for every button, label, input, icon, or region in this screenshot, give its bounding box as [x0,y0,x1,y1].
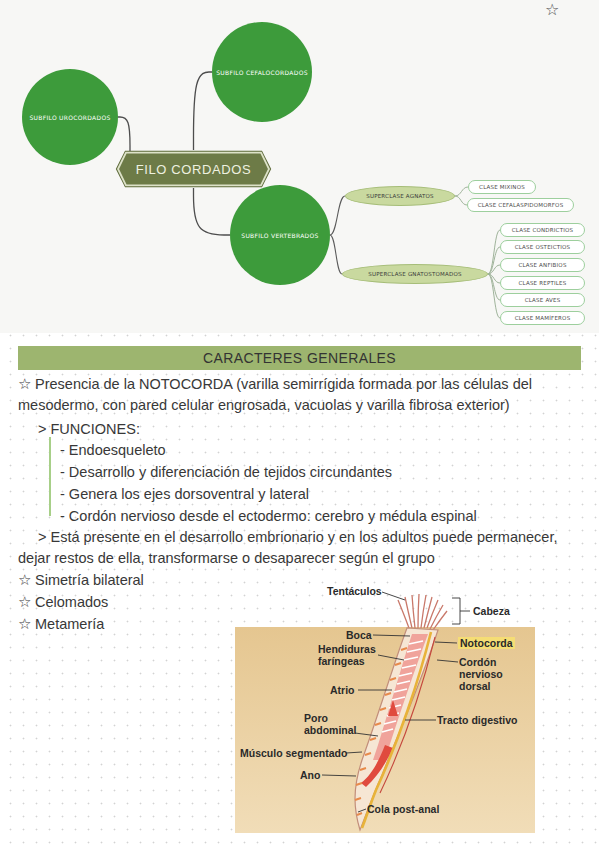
section-band: CARACTERES GENERALES [18,346,581,370]
class-box: CLASE CEFALASPIDOMORFOS [467,198,574,212]
class-box: CLASE REPTILES [500,276,585,290]
node-text: SUBFILO UROCORDADOS [29,114,110,121]
phylum-hexagon: FILO CORDADOS [115,150,272,188]
star-mark: ☆ [545,0,559,19]
leader-lines [322,592,470,812]
superclass-ellipse: SUPERCLASE GNATOSTOMADOS [342,264,488,284]
node-text: CLASE CONDRICTIOS [512,227,574,233]
node-text: SUBFILO CEFALOCORDADOS [216,69,308,76]
connector [118,117,130,151]
class-box: CLASE AVES [500,293,585,307]
node-text: FILO CORDADOS [136,162,251,177]
part-label: Hendiduras faríngeas [318,643,380,667]
connector [488,274,500,318]
connector [330,196,345,235]
connector [488,247,500,274]
part-label: Cola post-anal [367,803,439,815]
note-text: > Está presente en el desarrollo embrion… [18,527,586,569]
node-text: SUBFILO VERTEBRADOS [241,232,318,239]
part-label: Poro abdominal [304,712,356,736]
connector [488,274,500,300]
part-label: Notocorda [458,637,515,649]
connector [194,72,213,150]
bullet-text: ☆ Metamería [18,614,104,635]
mindmap-panel [0,0,599,333]
subheading-text: > FUNCIONES: [38,419,140,440]
gut [361,745,393,787]
node-text: CLASE OSTEICTIOS [515,244,571,250]
connector [194,188,231,235]
list-item: - Cordón nervioso desde el ectodermo: ce… [60,506,477,527]
node-text: CLASE CEFALASPIDOMORFOS [478,202,564,208]
connector [488,274,500,283]
subphylum-circle: SUBFILO UROCORDADOS [22,69,118,165]
connector [455,196,467,205]
list-item: - Endoesqueleto [60,440,166,461]
list-bar [49,437,51,516]
part-label: Atrio [330,684,355,696]
class-box: CLASE MIXINOS [468,180,536,194]
connector [330,235,342,274]
node-text: CLASE REPTILES [519,280,567,286]
node-text: CLASE MAMÍFEROS [515,315,571,321]
notochord [362,632,431,828]
bullet-text: ☆ Simetría bilateral [18,570,144,591]
part-label: Tracto digestivo [437,714,518,726]
connector [488,230,500,274]
connector [455,187,468,196]
gut-arrow [388,700,398,716]
node-text: SUPERCLASE AGNATOS [366,193,434,199]
bullet-text: ☆ Presencia de la NOTOCORDA (varilla sem… [18,374,586,416]
part-label: Músculo segmentado [240,747,347,759]
gill-slits [382,641,423,732]
class-box: CLASE CONDRICTIOS [500,223,585,237]
subphylum-circle: SUBFILO VERTEBRADOS [230,185,330,285]
class-box: CLASE OSTEICTIOS [500,240,585,254]
node-text: CLASE MIXINOS [479,184,525,190]
tentacles [398,594,447,630]
bullet-text: ☆ Celomados [18,592,108,613]
node-text: CLASE ANFIBIOS [518,262,566,268]
part-label: Cabeza [473,605,510,617]
list-item: - Genera los ejes dorsoventral y lateral [60,484,309,505]
list-item: - Desarrollo y diferenciación de tejidos… [60,462,392,483]
connector [488,265,500,274]
part-label: Tentáculos [327,585,382,597]
nerve-cord [380,637,435,793]
node-text: CLASE AVES [525,297,561,303]
class-box: CLASE ANFIBIOS [500,258,585,272]
node-text: SUPERCLASE GNATOSTOMADOS [368,271,461,277]
part-label: Boca [346,629,372,641]
pharynx [373,634,428,760]
amphioxus-illustration [235,592,535,833]
part-label: Cordón nervioso dorsal [459,656,537,692]
class-box: CLASE MAMÍFEROS [500,311,585,325]
superclass-ellipse: SUPERCLASE AGNATOS [345,186,455,206]
node-text: CARACTERES GENERALES [203,350,396,366]
subphylum-circle: SUBFILO CEFALOCORDADOS [212,22,312,122]
part-label: Ano [300,769,320,781]
